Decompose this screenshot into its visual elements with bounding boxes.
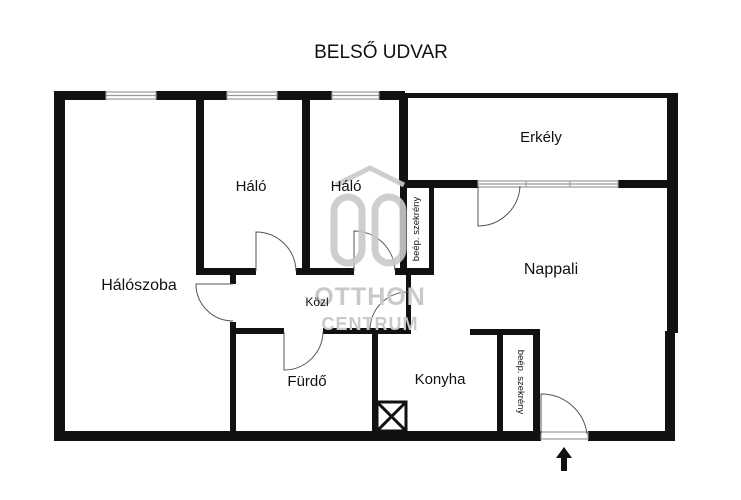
wall-halo-bottom-2 [296,268,354,275]
wall-top-1 [54,91,106,100]
wall-top-erkely [402,93,678,98]
wall-outer-right-lower [665,331,675,441]
wall-top-2 [156,91,227,100]
wall-outer-right-upper [667,95,678,333]
room-label-erkely: Erkély [520,129,562,146]
room-label-furdo: Fürdő [287,373,326,390]
wall-outer-bottom-right [588,431,675,441]
room-label-halo-1: Háló [236,178,267,195]
wall-halo-bottom-3 [395,268,433,275]
wall-haloszoba-right-2 [230,322,236,437]
room-label-beep-2: beép. szekrény [515,350,526,415]
wall-halo-bottom-1 [196,268,256,275]
windows [105,91,619,440]
wall-part-b [302,97,310,274]
wall-outer-bottom-left [54,431,541,441]
watermark-line1: OTTHON [314,283,426,311]
wall-top-3 [277,91,332,100]
door-furdo [283,331,324,371]
wall-wardrobe-1b [429,183,434,275]
doors [195,185,588,435]
wall-furdo-konyha [372,330,378,437]
wall-erkely-bottom-2 [618,180,678,188]
wall-top-4 [379,91,405,100]
wall-wardrobe-2-right [533,329,540,435]
room-label-halo-2: Háló [331,178,362,195]
otthon-centrum-logo-icon [330,165,407,267]
wall-corridor-bottom-2 [323,328,411,334]
wall-outer-left [54,91,65,441]
door-halo-1 [255,231,297,272]
door-balcony [477,185,521,227]
door-entrance [540,393,588,435]
room-label-konyha: Konyha [415,371,467,388]
door-kozl [369,291,409,331]
wall-haloszoba-right-1 [230,270,236,284]
wall-konyha-top [470,329,540,335]
room-label-haloszoba: Hálószoba [101,277,177,294]
room-label-beep-1: beép. szekrény [411,197,422,262]
room-label-kozl: Közl [305,295,328,309]
wall-wardrobe-2-left [497,329,503,435]
window-entrance-frame [540,431,589,440]
wall-corridor-bottom-1 [230,328,284,334]
wall-corridor-right [406,270,411,328]
door-haloszoba [195,283,234,322]
wall-part-a [196,97,204,274]
watermark-line2: CENTRUM [322,314,419,334]
chimney-cross-icon [375,400,408,433]
room-label-nappali: Nappali [524,261,578,278]
walls [54,91,678,441]
wall-part-c [399,97,408,184]
plan-title: BELSŐ UDVAR [314,41,448,63]
entrance-arrow-icon [556,447,572,471]
wall-erkely-bottom-1 [402,180,478,188]
